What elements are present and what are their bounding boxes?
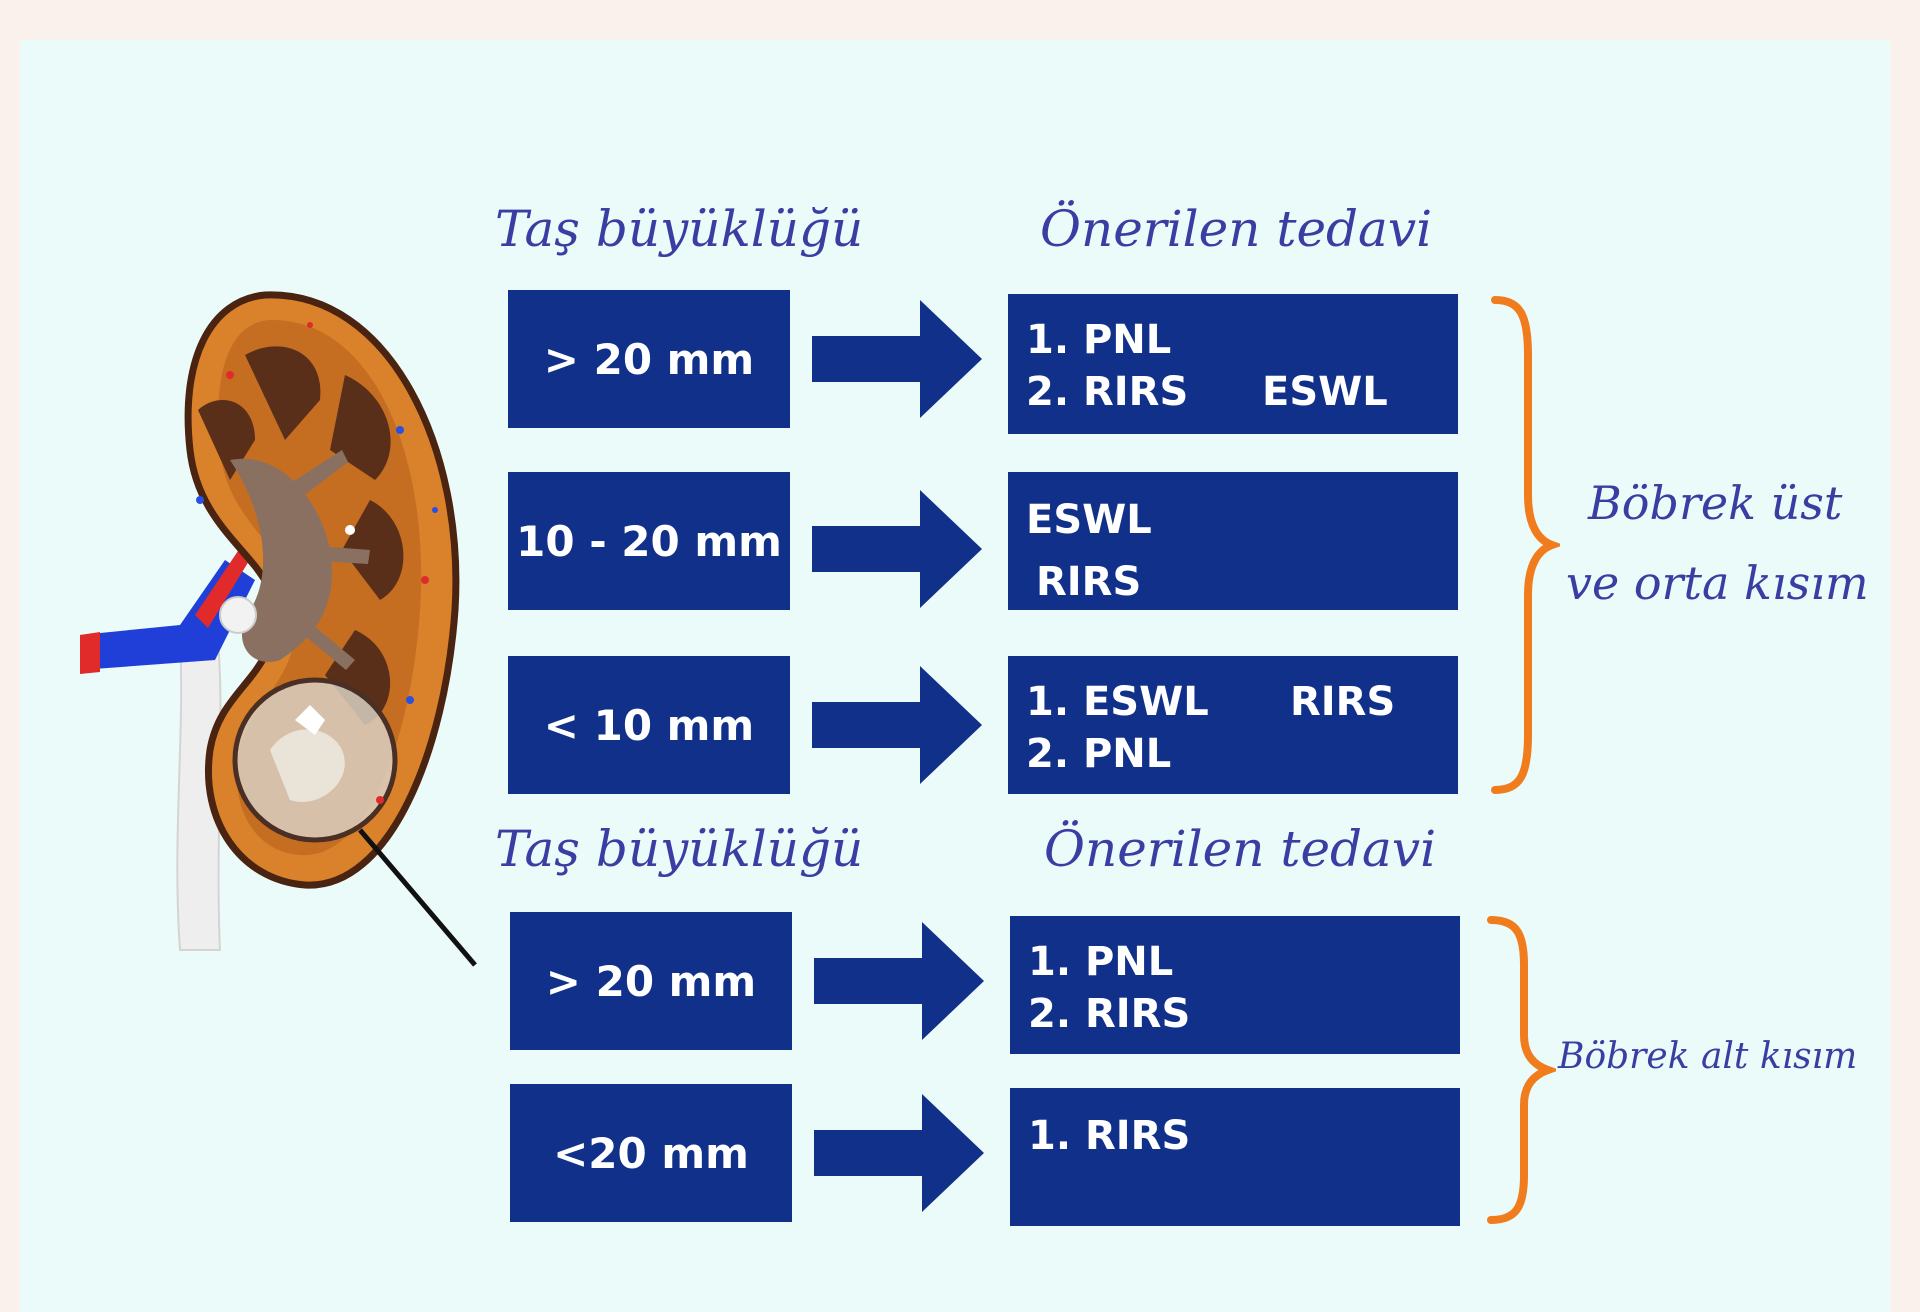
upper-brace <box>1491 296 1560 794</box>
lower-brace <box>1487 916 1556 1224</box>
treatment-line: 2. RIRS <box>1028 991 1191 1037</box>
region-label-upper-2: ve orta kısım <box>1566 556 1869 610</box>
stone-size-box: <20 mm <box>510 1084 792 1222</box>
treatment-box: 1. RIRS <box>1010 1088 1460 1226</box>
stone-size-box: > 20 mm <box>508 290 790 428</box>
upper-treatment-header: Önerilen tedavi <box>1040 200 1433 258</box>
treatment-line: ESWL <box>1026 497 1152 543</box>
treatment-line: 1. PNL <box>1028 939 1174 985</box>
lower-size-header: Taş büyüklüğü <box>495 820 864 878</box>
arrow-right-icon <box>812 300 982 418</box>
arrow-right-icon <box>814 922 984 1040</box>
treatment-line: 1. PNL <box>1026 317 1172 363</box>
arrow-right-icon <box>812 666 982 784</box>
treatment-box: ESWL RIRS <box>1008 472 1458 610</box>
stone-size-box: > 20 mm <box>510 912 792 1050</box>
stone-size-box: 10 - 20 mm <box>508 472 790 610</box>
upper-size-header: Taş büyüklüğü <box>495 200 864 258</box>
treatment-line: 1. RIRS <box>1028 1113 1191 1159</box>
lower-treatment-header: Önerilen tedavi <box>1044 820 1437 878</box>
arrow-right-icon <box>812 490 982 608</box>
stone-size-box: < 10 mm <box>508 656 790 794</box>
treatment-line: RIRS <box>1036 559 1142 605</box>
region-label-upper: Böbrek üst <box>1588 476 1843 530</box>
arrow-right-icon <box>814 1094 984 1212</box>
treatment-box: 1. PNL 2. RIRS <box>1010 916 1460 1054</box>
treatment-line: 2. PNL <box>1026 731 1172 777</box>
region-label-lower: Böbrek alt kısım <box>1558 1036 1858 1077</box>
kidney-cross-section-icon <box>80 291 477 967</box>
